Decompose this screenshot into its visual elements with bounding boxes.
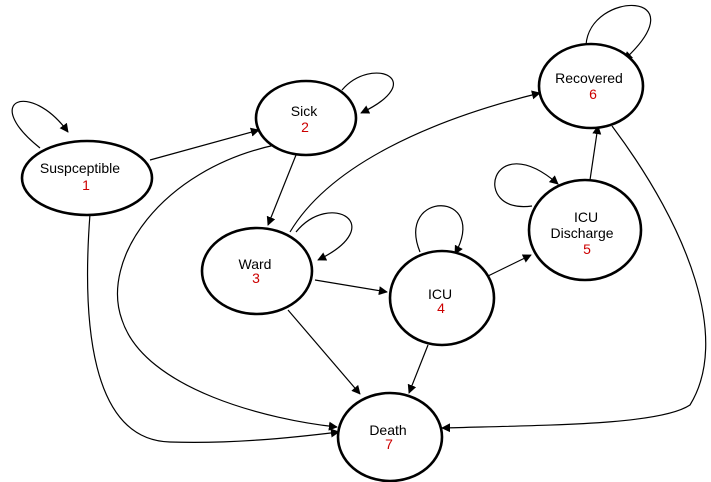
edge-1-1-self-loop — [11, 100, 69, 149]
node-label: Suspceptible — [40, 160, 120, 176]
node-ellipse — [388, 249, 496, 347]
edge-4-7 — [407, 344, 429, 394]
edge-2-3 — [266, 154, 297, 226]
edge-3-6 — [289, 90, 541, 233]
node-label-line1: ICU — [574, 209, 598, 225]
node-ellipse — [20, 139, 154, 217]
edge-2-2-self-loop — [341, 72, 394, 114]
edge-5-5-self-loop — [494, 163, 559, 208]
edge-2-7 — [117, 144, 338, 431]
node-number: 1 — [82, 177, 90, 193]
node-number: 2 — [301, 119, 309, 135]
node-ellipse — [336, 391, 444, 482]
edge-3-4 — [314, 279, 388, 296]
node-number: 4 — [437, 300, 445, 316]
edge-1-2 — [149, 127, 260, 161]
node-death: Death 7 — [336, 391, 444, 482]
node-label: Death — [369, 422, 406, 438]
edge-1-7 — [86, 213, 340, 443]
edge-3-7 — [287, 309, 361, 395]
node-ellipse — [254, 79, 358, 157]
node-ellipse — [200, 226, 314, 316]
node-number: 7 — [385, 436, 393, 452]
node-label-line2: Discharge — [550, 225, 613, 241]
node-label: Ward — [239, 256, 272, 272]
node-ellipse — [537, 42, 645, 130]
node-label: Recovered — [555, 70, 623, 86]
node-label: ICU — [428, 286, 452, 302]
edge-4-5 — [487, 254, 532, 277]
node-icu-discharge: ICU Discharge 5 — [527, 178, 643, 282]
edge-6-7 — [441, 125, 707, 433]
edge-6-6-self-loop — [585, 4, 652, 61]
node-number: 3 — [252, 270, 260, 286]
node-number: 6 — [589, 86, 597, 102]
edge-4-4-self-loop — [415, 205, 464, 255]
edge-3-3-self-loop — [295, 212, 353, 261]
node-susceptible: Suspceptible 1 — [20, 139, 154, 217]
node-icu: ICU 4 — [388, 249, 496, 347]
node-recovered: Recovered 6 — [537, 42, 645, 130]
node-sick: Sick 2 — [254, 79, 358, 157]
node-label: Sick — [291, 103, 318, 119]
edges — [11, 4, 707, 443]
node-ward: Ward 3 — [200, 226, 314, 316]
edge-5-6 — [589, 125, 602, 181]
node-number: 5 — [583, 241, 591, 257]
node-ellipse — [527, 178, 643, 282]
